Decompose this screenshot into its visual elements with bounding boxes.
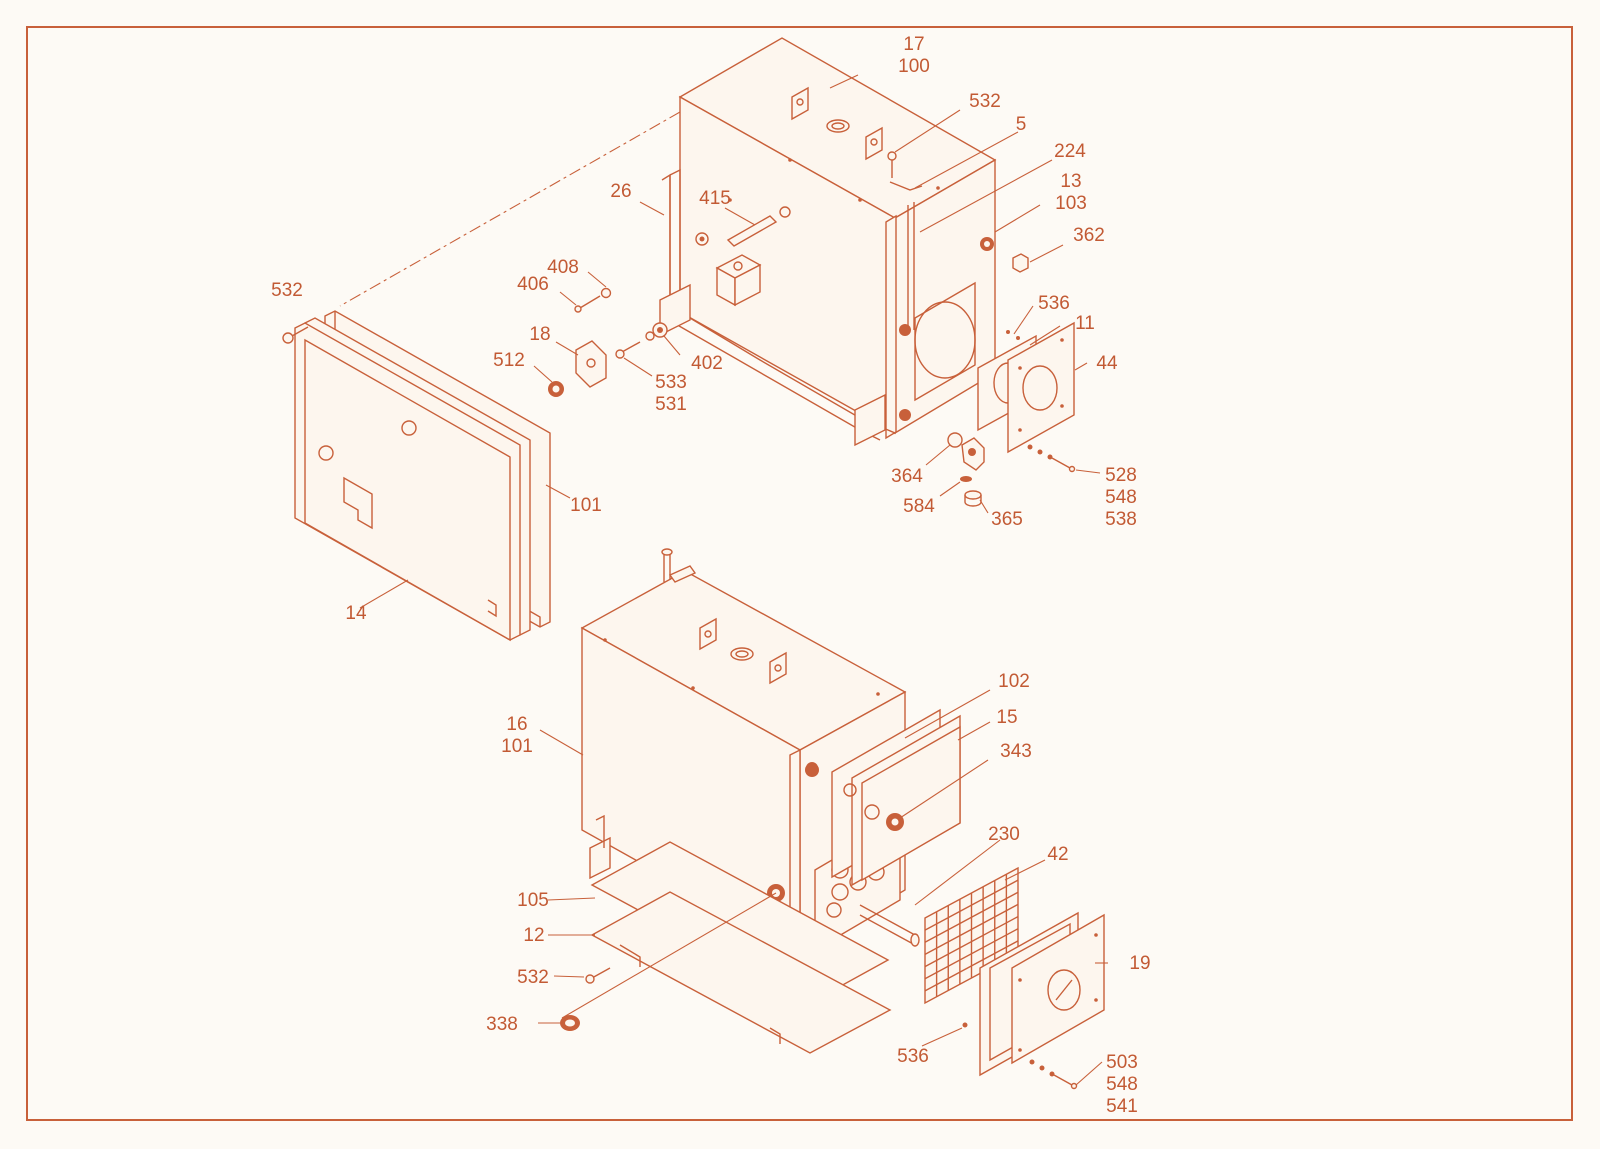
cover-plate-44 [1007,321,1075,454]
bolts-536-upper [1006,330,1020,340]
fitting-lower-side [805,763,819,777]
upper-housing-assembly [659,37,997,447]
callout-338: 338 [486,1014,518,1035]
callout-365: 365 [991,509,1023,530]
sensor-415 [726,206,791,247]
callout-101-panel: 101 [570,495,602,516]
callout-532-lower: 532 [517,967,549,988]
fitting-cap [695,232,709,246]
callout-5: 5 [1016,114,1027,135]
cover-plate-19 [1011,913,1105,1065]
callout-19: 19 [1129,953,1150,974]
callout-402: 402 [691,353,723,374]
lifting-lug-right [865,126,883,161]
callout-584: 584 [903,496,935,517]
cap-365 [964,490,982,507]
screw-533-531 [615,341,641,359]
callout-26: 26 [610,181,631,202]
callout-18: 18 [529,324,550,345]
drawing-frame [26,26,1573,1121]
callout-224: 224 [1054,141,1086,162]
bolt-536-lower [962,1022,968,1028]
screws-528 [1027,444,1076,473]
plate-18 [575,340,607,388]
leader-lines [359,74,1108,1086]
callout-11: 11 [1075,313,1095,334]
grommet-512 [548,381,564,397]
side-panel-14 [294,317,531,642]
pipe-230 [859,904,920,947]
cap-362 [1012,253,1029,273]
fitting-343 [886,813,904,831]
junction-box [715,254,762,307]
callout-532-panel: 532 [271,280,303,301]
valve-364 [947,432,985,471]
callout-230: 230 [988,824,1020,845]
bolt-532-panel [282,326,309,344]
callout-105: 105 [517,890,549,911]
callout-42: 42 [1047,844,1068,865]
base-plate-12 [590,891,892,1054]
fitting-338 [560,1015,580,1031]
callout-408: 408 [547,257,579,278]
callout-364: 364 [891,466,923,487]
fitting-402 [645,322,668,341]
screw-408-406 [574,287,612,313]
callout-532-top: 532 [969,91,1001,112]
bolt-532-lower [585,967,611,984]
bolt-532-top [887,151,897,178]
callout-14: 14 [345,603,367,624]
callout-536-upper: 536 [1038,293,1070,314]
lifting-lug-lower-left [699,617,717,651]
callout-343: 343 [1000,741,1032,762]
callout-44: 44 [1096,353,1118,374]
panel-15 [843,714,961,887]
callout-102: 102 [998,671,1030,692]
callout-415: 415 [699,188,731,209]
callout-12: 12 [523,925,544,946]
callout-15: 15 [996,707,1017,728]
callout-406: 406 [517,274,549,295]
screws-503 [1029,1059,1078,1090]
callout-536-lower: 536 [897,1046,929,1067]
lifting-lug-left [791,86,809,121]
callout-362: 362 [1073,225,1105,246]
washer-584 [960,476,972,482]
callout-512: 512 [493,350,525,371]
lifting-lug-lower-right [769,651,787,685]
